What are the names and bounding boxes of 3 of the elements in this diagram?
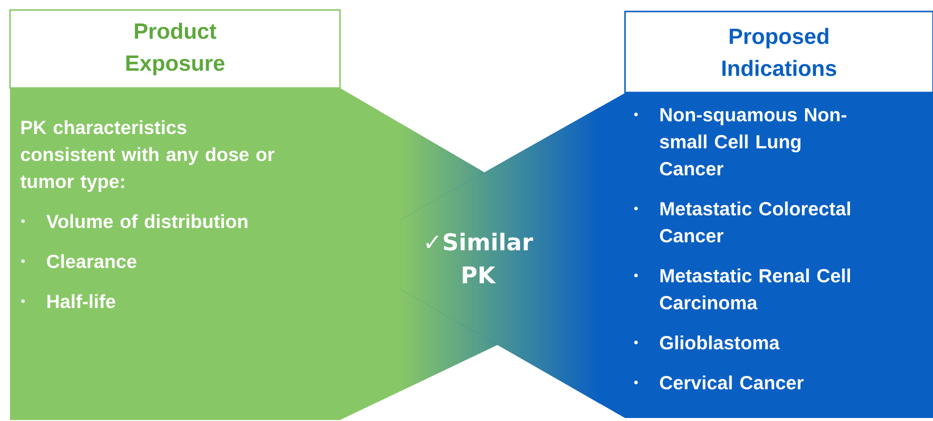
header-box: Product Exposure xyxy=(9,9,341,89)
center-label: ✓Similar PK xyxy=(426,232,534,284)
header-box: Proposed Indications xyxy=(624,10,933,94)
